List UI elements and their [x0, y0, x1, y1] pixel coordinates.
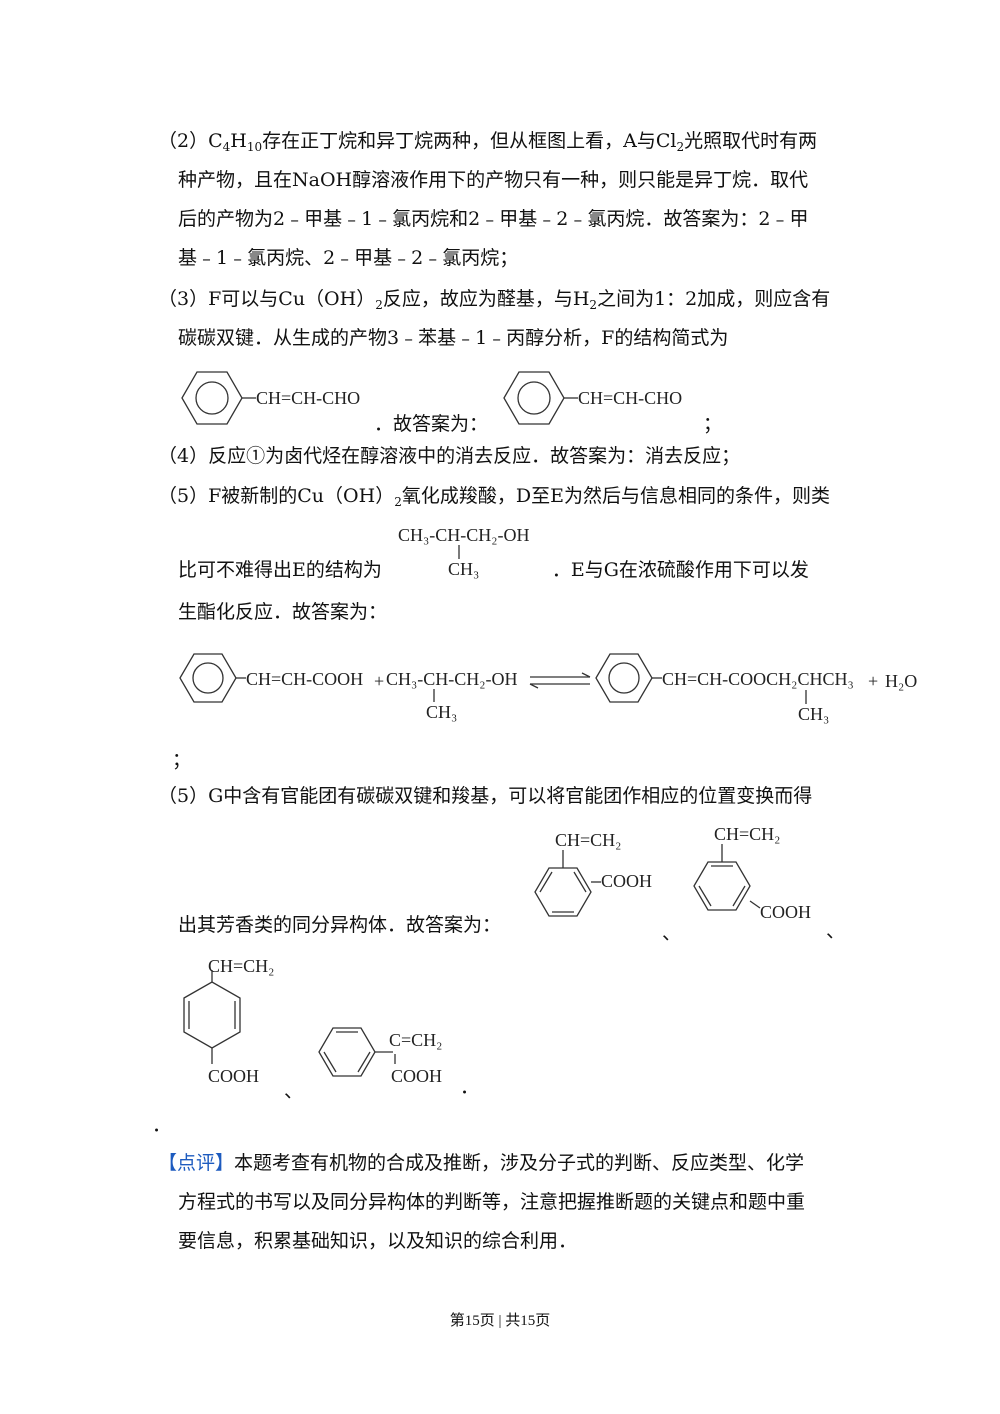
isomer-ortho-structure: CH=CH₂ COOH	[534, 830, 652, 917]
p2-line-4: 基﹣1﹣氯丙烷、2﹣甲基﹣2﹣氯丙烷；	[178, 247, 519, 269]
p5-line-2: 比可不难得出E的结构为．E与G在浓硫酸作用下可以发	[178, 559, 809, 581]
esterification-equation: CH=CH-COOH + CH₃-CH-CH₂-OH CH₃ CH=CH-COO…	[179, 653, 917, 724]
p3-answer-text: ．故答案为：	[374, 413, 489, 435]
review-line-1: 【点评】本题考查有机物的合成及推断，涉及分子式的判断、反应类型、化学	[158, 1152, 805, 1174]
svg-text:COOH: COOH	[208, 1066, 259, 1086]
svg-text:CH=CH-COOH: CH=CH-COOH	[246, 669, 363, 689]
separator-3: 、	[284, 1080, 304, 1102]
benzene-ring	[179, 653, 237, 703]
p2-line-2: 种产物，且在NaOH醇溶液作用下的产物只有一种，则只能是异丁烷．取代	[178, 169, 809, 191]
p4-line: （4）反应①为卤代烃在醇溶液中的消去反应．故答案为：消去反应；	[158, 445, 741, 467]
svg-text:+: +	[374, 671, 384, 691]
svg-text:CH₃-CH-CH₂-OH: CH₃-CH-CH₂-OH	[386, 669, 518, 689]
isomer-alpha-structure: C=CH₂ COOH	[318, 1027, 442, 1086]
svg-text:CH=CH₂: CH=CH₂	[555, 830, 621, 850]
page-footer: 第15页 | 共15页	[449, 1313, 551, 1329]
svg-text:CH₃: CH₃	[798, 704, 829, 724]
cinnamaldehyde-structure-1: CH=CH-CHO	[181, 371, 360, 425]
benzene-circle	[608, 662, 640, 694]
svg-text:+: +	[868, 671, 878, 691]
svg-text:COOH: COOH	[601, 871, 652, 891]
p6-end: ．	[460, 1076, 480, 1098]
benzene-ring	[318, 1027, 376, 1077]
p3-line-2: 碳碳双键．从生成的产物3﹣苯基﹣1﹣丙醇分析，F的结构简式为	[178, 327, 729, 349]
separator-2: 、	[826, 920, 846, 942]
svg-text:H₂O: H₂O	[885, 671, 917, 691]
review-line-2: 方程式的书写以及同分异构体的判断等，注意把握推断题的关键点和题中重	[178, 1191, 806, 1213]
benzene-ring	[181, 371, 243, 425]
svg-text:CH₃: CH₃	[448, 559, 479, 579]
p3-line-1: （3）F可以与Cu（OH）2反应，故应为醛基，与H2之间为1：2加成，则应含有	[158, 288, 831, 312]
struct-label: CH=CH-CHO	[256, 388, 360, 408]
benzene-circle	[195, 381, 229, 415]
p6-line-2: 出其芳香类的同分异构体．故答案为：	[178, 914, 502, 936]
lone-dot: ．	[152, 1114, 172, 1136]
review-tag: 【点评】	[158, 1152, 235, 1174]
p3-end: ；	[703, 413, 723, 435]
svg-text:COOH: COOH	[760, 902, 811, 922]
svg-text:CH=CH-COOCH₂CHCH₃: CH=CH-COOCH₂CHCH₃	[662, 669, 854, 689]
svg-text:CH₃-CH-CH₂-OH: CH₃-CH-CH₂-OH	[398, 525, 530, 545]
benzene-circle	[192, 662, 224, 694]
svg-text:C=CH₂: C=CH₂	[389, 1030, 442, 1050]
benzene-ring	[534, 867, 592, 917]
struct-label: CH=CH-CHO	[578, 388, 682, 408]
svg-text:CH=CH₂: CH=CH₂	[208, 956, 274, 976]
benzene-ring	[503, 371, 565, 425]
cinnamaldehyde-structure-2: CH=CH-CHO	[503, 371, 682, 425]
review-line-3: 要信息，积累基础知识，以及知识的综合利用．	[178, 1230, 578, 1252]
p6-line-1: （5）G中含有官能团有碳碳双键和羧基，可以将官能团作相应的位置变换而得	[158, 785, 813, 807]
isomer-meta-structure: CH=CH₂ COOH	[693, 824, 811, 922]
svg-text:CH=CH₂: CH=CH₂	[714, 824, 780, 844]
separator-1: 、	[662, 922, 682, 944]
benzene-ring	[595, 653, 653, 703]
structure-E: CH₃-CH-CH₂-OH CH₃	[398, 525, 530, 579]
p2-line-3: 后的产物为2﹣甲基﹣1﹣氯丙烷和2﹣甲基﹣2﹣氯丙烷．故答案为：2﹣甲	[178, 208, 809, 230]
benzene-ring	[183, 981, 241, 1049]
svg-text:COOH: COOH	[391, 1066, 442, 1086]
p5-line-1: （5）F被新制的Cu（OH）2氧化成羧酸，D至E为然后与信息相同的条件，则类	[158, 485, 830, 509]
benzene-ring	[693, 861, 751, 911]
benzene-circle	[517, 381, 551, 415]
svg-text:CH₃: CH₃	[426, 702, 457, 722]
p2-line-1: （2）C4H10存在正丁烷和异丁烷两种，但从框图上看，A与Cl2光照取代时有两	[158, 130, 818, 154]
p5-semicolon: ；	[172, 749, 192, 771]
isomer-para-structure: CH=CH₂ COOH	[183, 956, 274, 1086]
p5-line-3: 生酯化反应．故答案为：	[178, 601, 388, 623]
